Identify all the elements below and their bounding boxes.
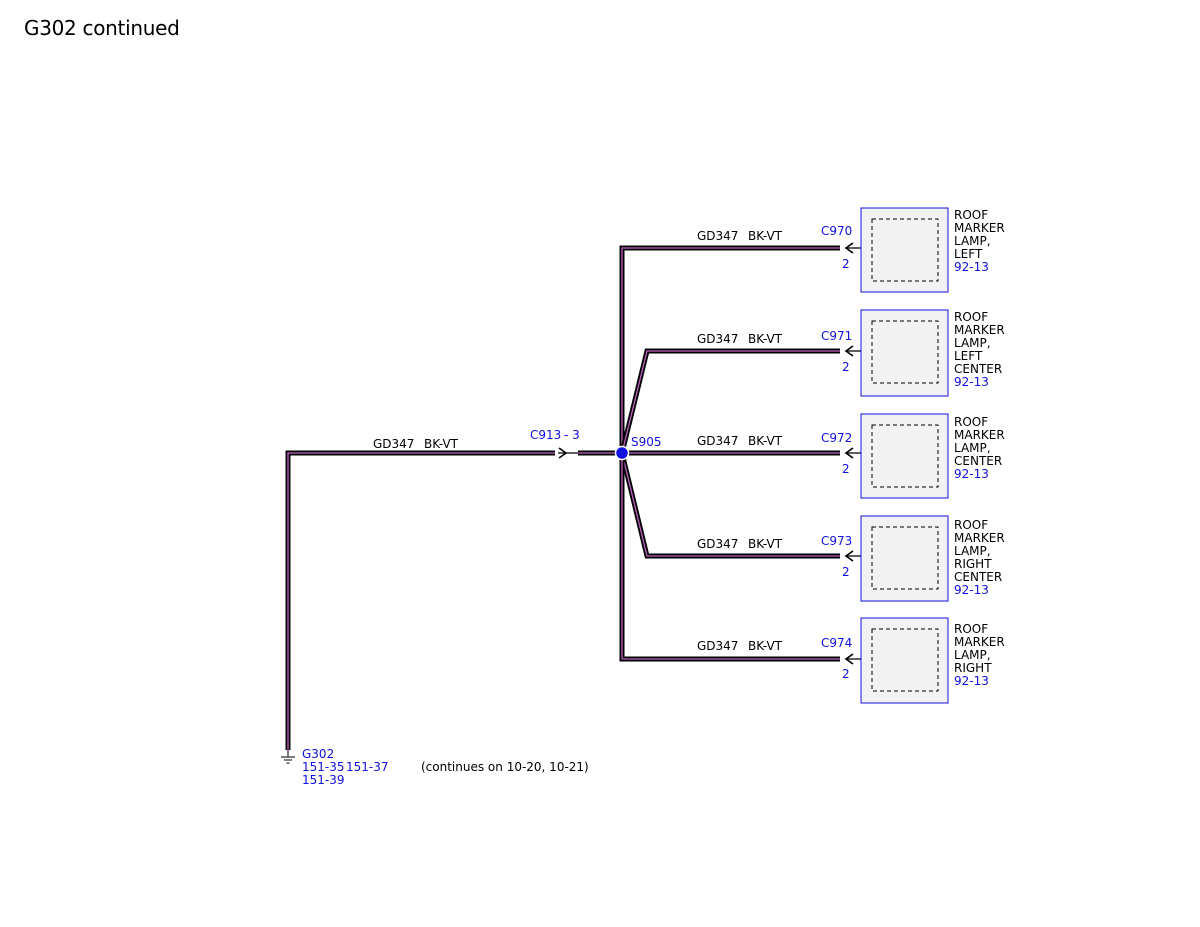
component-name-line: MARKER [954,428,1005,442]
branch-circuit: GD347 [697,332,738,346]
component-box[interactable] [860,309,949,397]
component-name-line: LAMP, [954,544,991,558]
ground-icon [281,750,295,764]
splice-label[interactable]: S905 [631,435,662,449]
component-name-line: CENTER [954,454,1002,468]
component-ref[interactable]: 92-13 [954,467,989,481]
branch-circuit: GD347 [697,229,738,243]
continuation-note: (continues on 10-20, 10-21) [421,760,589,774]
component-name-line: RIGHT [954,661,992,675]
branch-color: BK-VT [748,434,783,448]
component-inner [871,320,939,384]
component-name-line: ROOF [954,208,988,222]
component-box[interactable] [860,617,949,704]
ground-ref[interactable]: 151-35 [302,760,345,774]
component-inner [871,628,939,692]
branch-c971: GD347 BK-VT C971 2 ROOF MARKER LAMP, LEF… [697,309,1005,397]
page-title: G302 continued [24,16,180,40]
branch-color: BK-VT [748,639,783,653]
ground-ref[interactable]: 151-39 [302,773,345,787]
branch-c974: GD347 BK-VT C974 2 ROOF MARKER LAMP, RIG… [697,617,1005,704]
main-wire[interactable] [285,450,622,750]
connector-label[interactable]: C974 [821,636,852,650]
ground-ref[interactable]: 151-37 [346,760,389,774]
component-inner [871,526,939,590]
component-ref[interactable]: 92-13 [954,674,989,688]
branch-circuit: GD347 [697,434,738,448]
component-name-line: LEFT [954,349,983,363]
component-name-line: ROOF [954,310,988,324]
component-ref[interactable]: 92-13 [954,375,989,389]
component-name-line: LAMP, [954,336,991,350]
connector-c913-symbol [558,447,578,459]
component-box[interactable] [860,515,949,602]
component-name-line: CENTER [954,362,1002,376]
main-wire-circuit: GD347 [373,437,414,451]
pin-number: 2 [842,565,850,579]
component-name-line: ROOF [954,415,988,429]
pin-number: 2 [842,462,850,476]
component-name-line: ROOF [954,518,988,532]
component-name-line: MARKER [954,221,1005,235]
component-name-line: MARKER [954,635,1005,649]
component-ref[interactable]: 92-13 [954,260,989,274]
component-name-line: RIGHT [954,557,992,571]
branch-color: BK-VT [748,537,783,551]
pin-number: 2 [842,360,850,374]
component-box[interactable] [860,207,949,293]
component-name-line: ROOF [954,622,988,636]
component-inner [871,424,939,488]
connector-c913-pin: - 3 [564,428,580,442]
branch-color: BK-VT [748,229,783,243]
branch-c970: GD347 BK-VT C970 2 ROOF MARKER LAMP, LEF… [697,207,1005,293]
splice-s905[interactable] [614,445,630,461]
component-name-line: LEFT [954,247,983,261]
branch-c973: GD347 BK-VT C973 2 ROOF MARKER LAMP, RIG… [697,515,1005,602]
branch-c972: GD347 BK-VT C972 2 ROOF MARKER LAMP, CEN… [697,413,1005,499]
connector-label[interactable]: C972 [821,431,852,445]
component-name-line: LAMP, [954,234,991,248]
ground-label[interactable]: G302 [302,747,334,761]
main-wire-color: BK-VT [424,437,459,451]
component-name-line: LAMP, [954,648,991,662]
component-ref[interactable]: 92-13 [954,583,989,597]
connector-label[interactable]: C971 [821,329,852,343]
branch-color: BK-VT [748,332,783,346]
component-name-line: LAMP, [954,441,991,455]
branch-circuit: GD347 [697,639,738,653]
component-box[interactable] [860,413,949,499]
component-name-line: MARKER [954,323,1005,337]
component-inner [871,218,939,282]
pin-number: 2 [842,257,850,271]
branch-circuit: GD347 [697,537,738,551]
component-name-line: CENTER [954,570,1002,584]
pin-number: 2 [842,667,850,681]
connector-label[interactable]: C970 [821,224,852,238]
component-name-line: MARKER [954,531,1005,545]
branch-wires[interactable] [619,245,840,662]
connector-c913-label[interactable]: C913 [530,428,561,442]
connector-label[interactable]: C973 [821,534,852,548]
